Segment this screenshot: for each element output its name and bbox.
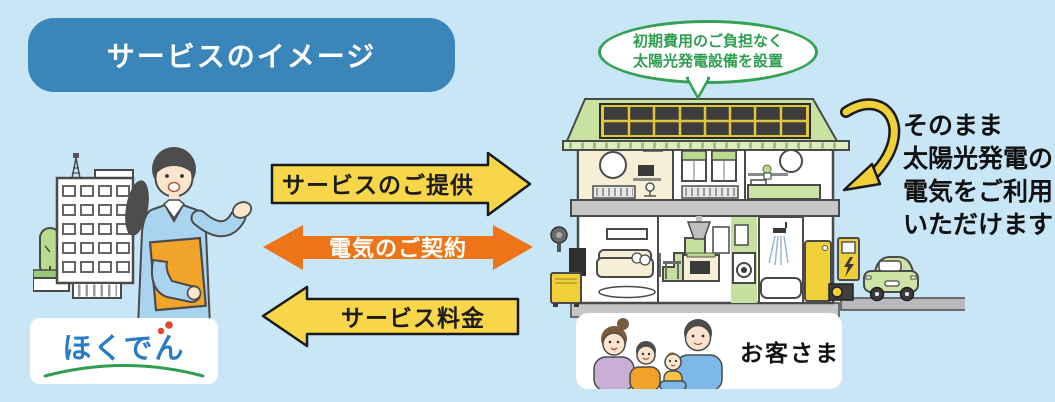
- arrow-service-fee: サービス料金: [258, 280, 523, 352]
- ventilation-fan-icon: [550, 226, 568, 252]
- arrow-service-provide-label: サービスのご提供: [282, 172, 474, 198]
- power-conditioner-icon: [550, 272, 582, 307]
- logo-green-arc-icon: [43, 364, 205, 378]
- radiator-icon: [681, 185, 739, 199]
- page-title: サービスのイメージ: [106, 41, 377, 72]
- round-window-icon: [599, 151, 627, 179]
- arrow-electricity-contract: 電気のご契約: [258, 218, 538, 276]
- side-note: そのまま 太陽光発電の 電気をご利用 いただけます: [903, 110, 1053, 242]
- heat-pump-icon: [828, 283, 854, 301]
- arrow-service-fee-label: サービス料金: [341, 305, 485, 331]
- towel-icon: [734, 224, 749, 246]
- air-conditioner-icon: [606, 228, 648, 240]
- side-note-line-1: そのまま: [903, 112, 1004, 140]
- bathtub-icon: [760, 277, 802, 299]
- office-building-icon: [55, 153, 135, 299]
- staff-woman-icon: [125, 147, 253, 328]
- kitchen-hood-icon: [686, 216, 712, 240]
- mother-icon: [593, 318, 635, 389]
- ev-charger-icon: [837, 237, 860, 281]
- father-icon: [675, 319, 723, 389]
- logo-accent-dots-icon: [157, 321, 173, 335]
- speech-bubble-tail-icon: [685, 76, 711, 100]
- sofa-icon: [596, 249, 654, 278]
- side-note-line-3: 電気をご利用: [903, 178, 1054, 206]
- solar-panel-array-icon: [599, 103, 811, 139]
- callout-bubble: 初期費用のご負担なく 太陽光発電設備を設置: [598, 20, 818, 100]
- rug-icon: [598, 285, 656, 299]
- tv-icon: [569, 248, 586, 276]
- washing-machine-icon: [732, 252, 756, 284]
- family-illustration: [593, 318, 723, 389]
- customer-label: お客さま: [740, 340, 840, 366]
- side-note-line-2: 太陽光発電の: [903, 145, 1054, 173]
- right-arrow-icon: [270, 151, 532, 217]
- electric-car-icon: [863, 256, 919, 302]
- round-window-icon: [779, 149, 803, 173]
- desk-computer-icon: [638, 165, 654, 176]
- water-heater-icon: [804, 240, 832, 302]
- company-illustration: [33, 147, 253, 328]
- baby-icon: [659, 352, 687, 389]
- solar-house-illustration: [550, 98, 965, 318]
- arrow-electricity-contract-label: 電気のご契約: [328, 236, 467, 261]
- title-banner: サービスのイメージ: [28, 18, 455, 92]
- curved-arrow-icon: [840, 98, 901, 192]
- table-chair-icon: [659, 253, 681, 279]
- left-arrow-icon: [261, 285, 520, 348]
- callout-line-2: 太陽光発電設備を設置: [632, 53, 783, 70]
- hokuden-logo-box: ほくでん: [30, 318, 218, 384]
- boy-icon: [629, 341, 661, 389]
- customer-box: お客さま: [576, 313, 842, 389]
- callout-line-1: 初期費用のご負担なく: [632, 33, 783, 50]
- stove-icon: [682, 252, 720, 282]
- double-arrow-icon: [263, 225, 533, 270]
- hokuden-logo: ほくでん: [62, 333, 186, 365]
- side-note-line-4: いただけます: [903, 211, 1054, 239]
- shower-icon: [758, 216, 804, 304]
- radiator-icon: [592, 185, 636, 199]
- arrow-service-provide: サービスのご提供: [263, 148, 538, 218]
